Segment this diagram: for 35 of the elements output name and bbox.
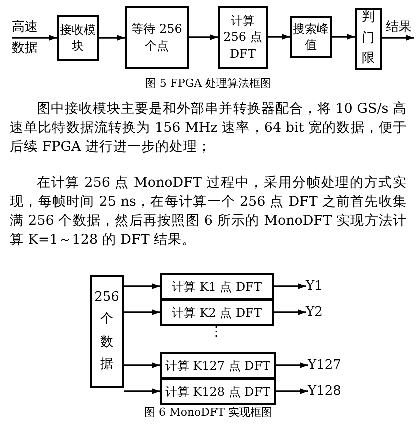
arrow (332, 34, 355, 40)
arrow (276, 388, 308, 394)
ellipsis-mark: ⋮ (210, 326, 223, 340)
process-box: 计算 K2 点 DFT (160, 299, 274, 326)
process-box: 等待 256 个点 (125, 6, 189, 69)
figure-caption: 图 6 MonoDFT 实现框图 (144, 405, 274, 421)
process-box: 搜索峰值 (290, 16, 332, 58)
arrow (274, 284, 306, 290)
arrow (274, 310, 306, 316)
body-paragraph: 图中接收模块主要是和外部串并转换器配合，将 10 GS/s 高速单比特数据流转换为 156 MHz 速率，64 bit 宽的数据，便于后续 FPGA 进行进一步的处理； (10, 100, 407, 157)
arrow (124, 362, 160, 368)
flow-label: 结果 (386, 20, 417, 36)
process-box: 计算 K1 点 DFT (160, 273, 274, 300)
arrow (382, 35, 414, 41)
process-box: 计算 256 点 DFT (218, 6, 268, 69)
arrow (268, 34, 290, 40)
arrow (124, 284, 160, 290)
body-paragraph: 在计算 256 点 MonoDFT 过程中，采用分帧处理的方式实现，每帧时间 25 ns，在每计算一个 256 点 DFT 之前首先收集满 256 个数据，然后再按照图 6 所示的 MonoDFT 实现方法计算 K=1～128 的 DFT 结果。 (10, 174, 407, 250)
process-box: 计算 K127 点 DFT (160, 352, 276, 379)
arrow (99, 35, 125, 41)
flow-label: Y128 (308, 384, 344, 399)
process-box: 接收模块 (57, 15, 99, 61)
arrow (124, 388, 160, 394)
figure-caption: 图 5 FPGA 处理算法框图 (144, 76, 273, 92)
arrow (124, 310, 160, 316)
flow-label: Y2 (306, 305, 336, 320)
process-box: 判门限 (355, 8, 382, 70)
flow-label: Y127 (308, 358, 344, 373)
process-box: 计算 K128 点 DFT (160, 378, 276, 405)
arrow (12, 35, 57, 41)
process-box: 256 个数据 (90, 275, 124, 388)
flow-label: Y1 (306, 279, 336, 294)
arrow (276, 362, 308, 368)
flow-label: 高速数据 (12, 17, 50, 59)
arrow (189, 34, 218, 40)
